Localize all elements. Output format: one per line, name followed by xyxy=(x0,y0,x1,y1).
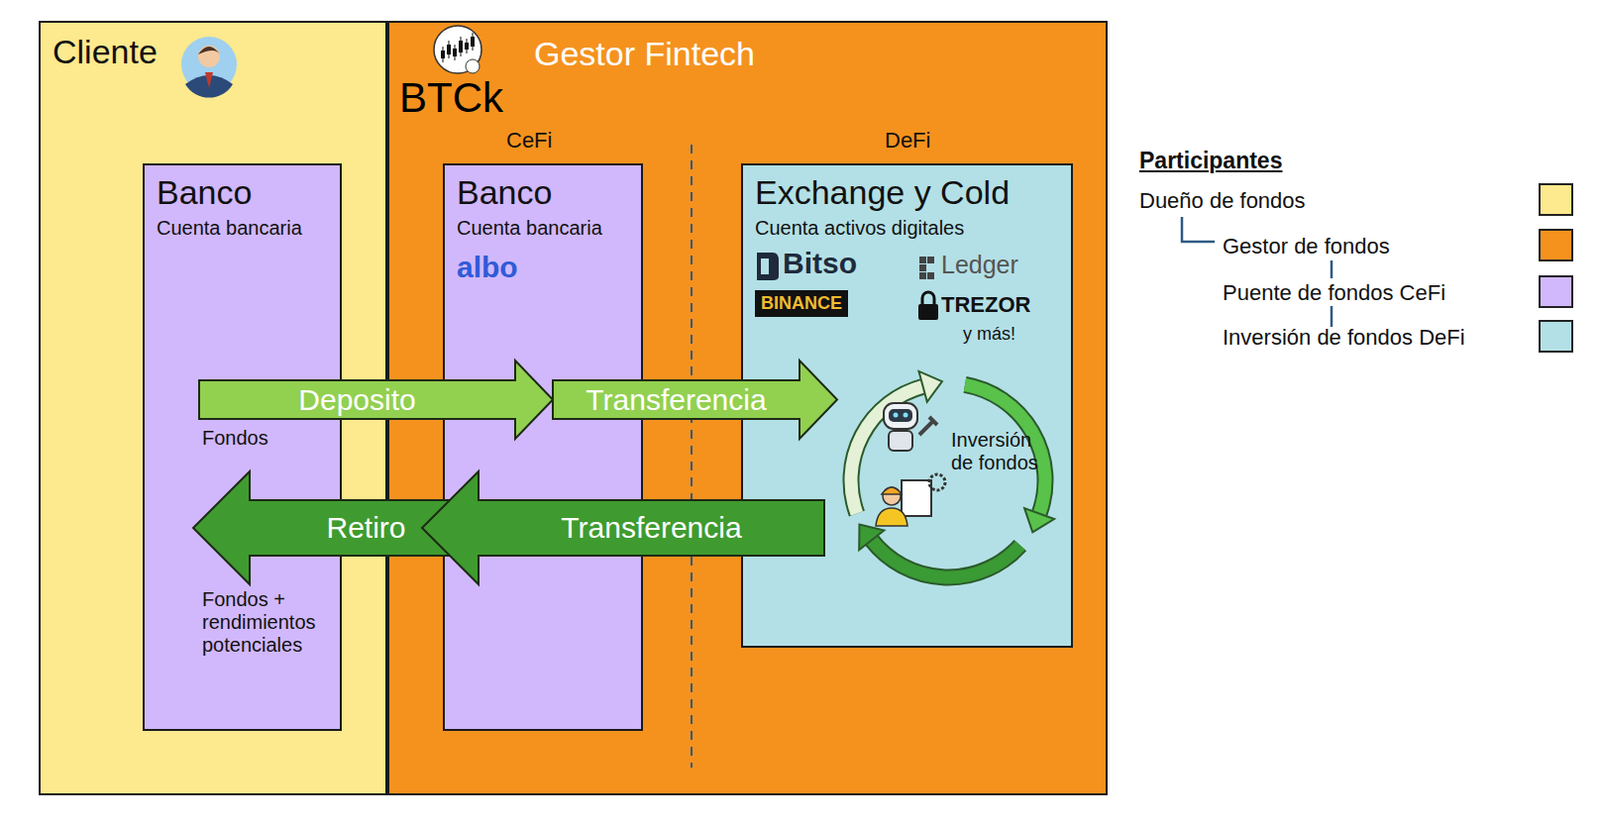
brand-logo-text: Bitso xyxy=(782,246,857,282)
bank-box: BancoCuenta bancaria albo xyxy=(442,163,643,732)
legend-swatch xyxy=(1538,228,1574,262)
section-label: DeFi xyxy=(884,127,931,153)
section-label: CeFi xyxy=(506,127,552,153)
edge-label: Retiro xyxy=(325,511,406,546)
note-text-wrap: y más! xyxy=(962,323,1016,345)
box-title: Exchange y Cold xyxy=(754,173,1010,213)
box-title-wrap: Banco xyxy=(156,173,252,213)
legend-text-wrap: Gestor de fondos xyxy=(1222,233,1390,259)
brand-logo-text: BINANCE xyxy=(754,290,849,318)
panel-title: Cliente xyxy=(52,32,158,72)
box-subtitle-wrap: Cuenta bancaria xyxy=(456,216,603,240)
brand-logo-text-wrap: Bitso xyxy=(782,246,857,282)
note-text: y más! xyxy=(962,323,1016,345)
cycle-text-wrap: Inversión de fondos xyxy=(951,428,1046,475)
box-subtitle-wrap: Cuenta bancaria xyxy=(156,216,303,240)
legend-text: Dueño de fondos xyxy=(1139,188,1306,214)
box-title: Banco xyxy=(156,173,252,213)
box-subtitle: Cuenta bancaria xyxy=(156,216,303,240)
section-label-wrap: DeFi xyxy=(884,127,931,153)
panel-title: Gestor Fintech xyxy=(533,34,755,74)
flow-note-wrap: Fondos + rendimientos potenciales xyxy=(202,588,331,657)
legend-text-wrap: Puente de fondos CeFi xyxy=(1222,280,1446,306)
edge-label-wrap: Deposito xyxy=(298,382,416,418)
box-title: Banco xyxy=(456,173,552,213)
bank-logo-text-wrap: albo xyxy=(456,250,519,286)
legend-swatch xyxy=(1538,183,1574,216)
box-subtitle: Cuenta activos digitales xyxy=(754,216,964,240)
brand-logo-text: TREZOR xyxy=(941,292,1031,318)
edge-label: Deposito xyxy=(298,382,416,418)
panel-title-wrap: Gestor Fintech xyxy=(533,34,755,74)
block-arrow xyxy=(422,471,825,585)
legend-title: Participantes xyxy=(1139,147,1282,174)
brand-logo-text: Ledger xyxy=(941,250,1019,280)
brand-logo-text-wrap: TREZOR xyxy=(941,292,1031,318)
section-label-wrap: CeFi xyxy=(506,127,552,153)
box-title-wrap: Banco xyxy=(456,173,552,213)
box-title-wrap: Exchange y Cold xyxy=(754,173,1010,213)
flow-note-wrap: Fondos xyxy=(202,426,269,450)
legend-text-wrap: Inversión de fondos DeFi xyxy=(1222,324,1466,350)
legend-swatch xyxy=(1538,275,1574,309)
legend-title-wrap: Participantes xyxy=(1139,147,1282,174)
legend-text: Puente de fondos CeFi xyxy=(1222,280,1446,306)
block-arrow xyxy=(199,360,553,439)
legend-swatch xyxy=(1538,320,1574,353)
box-subtitle-wrap: Cuenta activos digitales xyxy=(754,216,964,240)
edge-label-wrap: Transferencia xyxy=(585,382,766,418)
cycle-text: Inversión de fondos xyxy=(951,428,1046,475)
flow-note: Fondos xyxy=(202,426,269,450)
brand-logo-text-wrap: BTCk xyxy=(399,74,504,122)
edge-label: Transferencia xyxy=(585,382,766,418)
edge-label: Transferencia xyxy=(560,511,742,546)
legend-text: Gestor de fondos xyxy=(1222,233,1390,259)
brand-logo-text-wrap: BINANCE xyxy=(754,290,849,318)
brand-logo-text-wrap: Ledger xyxy=(941,250,1019,280)
legend-text-wrap: Dueño de fondos xyxy=(1139,188,1306,214)
panel-title-wrap: Cliente xyxy=(52,32,158,72)
block-arrow xyxy=(552,360,838,439)
edge-label-wrap: Retiro xyxy=(325,511,406,546)
legend-text: Inversión de fondos DeFi xyxy=(1222,324,1466,350)
edge-label-wrap: Transferencia xyxy=(560,511,742,546)
box-subtitle: Cuenta bancaria xyxy=(456,216,603,240)
bank-logo-text: albo xyxy=(456,250,519,286)
flow-note: Fondos + rendimientos potenciales xyxy=(202,588,331,657)
brand-logo-text: BTCk xyxy=(399,74,504,122)
